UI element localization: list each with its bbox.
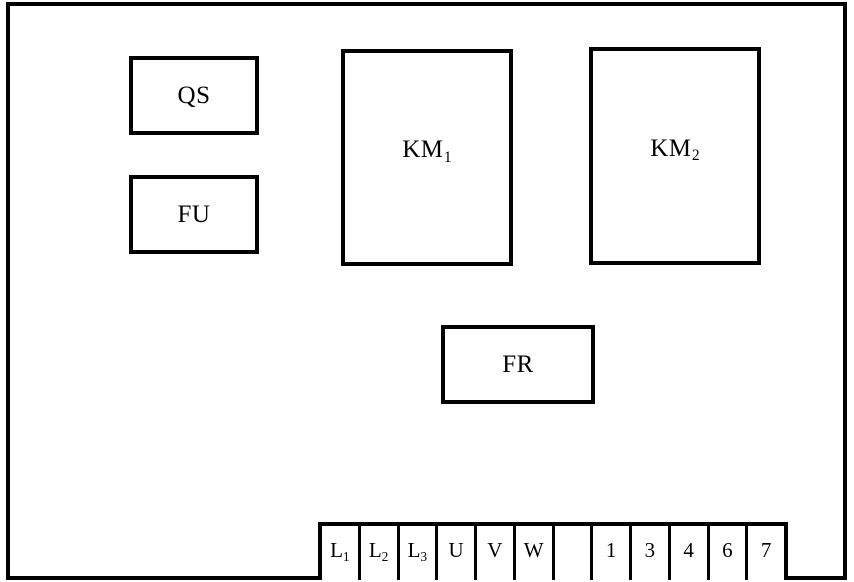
- terminal-cell: 4: [670, 526, 710, 580]
- terminal-cell: L3: [399, 526, 439, 580]
- terminal-strip: L1 L2 L3 U V W 1 3 4 6: [318, 522, 788, 580]
- component-fu-label: FU: [177, 201, 211, 228]
- terminal-cell-label: U: [448, 537, 464, 562]
- terminal-cell-blank: [554, 526, 594, 580]
- terminal-cell-label: L2: [368, 537, 389, 564]
- component-km1: KM1: [341, 49, 513, 266]
- terminal-cell: 6: [709, 526, 749, 580]
- component-fr: FR: [441, 325, 595, 404]
- terminal-cell-label: 6: [722, 537, 733, 562]
- terminal-cell-label: L1: [330, 537, 350, 564]
- terminal-cell: U: [438, 526, 477, 580]
- terminal-cell-label: V: [487, 537, 503, 562]
- terminal-cell: L2: [360, 526, 400, 580]
- component-km2-subscript: 2: [691, 147, 701, 165]
- terminal-cell-label: 3: [644, 537, 656, 562]
- component-qs-label: QS: [177, 82, 211, 109]
- component-fu: FU: [129, 175, 259, 254]
- terminal-cell: 7: [748, 526, 784, 580]
- terminal-cell: 1: [593, 526, 632, 580]
- component-qs: QS: [129, 56, 259, 135]
- terminal-cell-label: W: [523, 537, 544, 562]
- component-km1-subscript: 1: [443, 148, 453, 166]
- terminal-cell-label: 7: [760, 537, 772, 562]
- component-km2: KM2: [589, 47, 761, 265]
- terminal-cell-label: 4: [683, 537, 694, 562]
- terminal-cell: V: [477, 526, 516, 580]
- component-km2-label: KM2: [650, 134, 701, 165]
- component-km1-label: KM1: [402, 136, 453, 166]
- terminal-cell: 3: [632, 526, 671, 580]
- component-fr-label: FR: [502, 351, 534, 378]
- terminal-cell: W: [515, 526, 555, 580]
- terminal-cell-label: 1: [605, 537, 617, 562]
- terminal-cell-label: L3: [407, 537, 428, 564]
- terminal-cell: L1: [322, 526, 361, 580]
